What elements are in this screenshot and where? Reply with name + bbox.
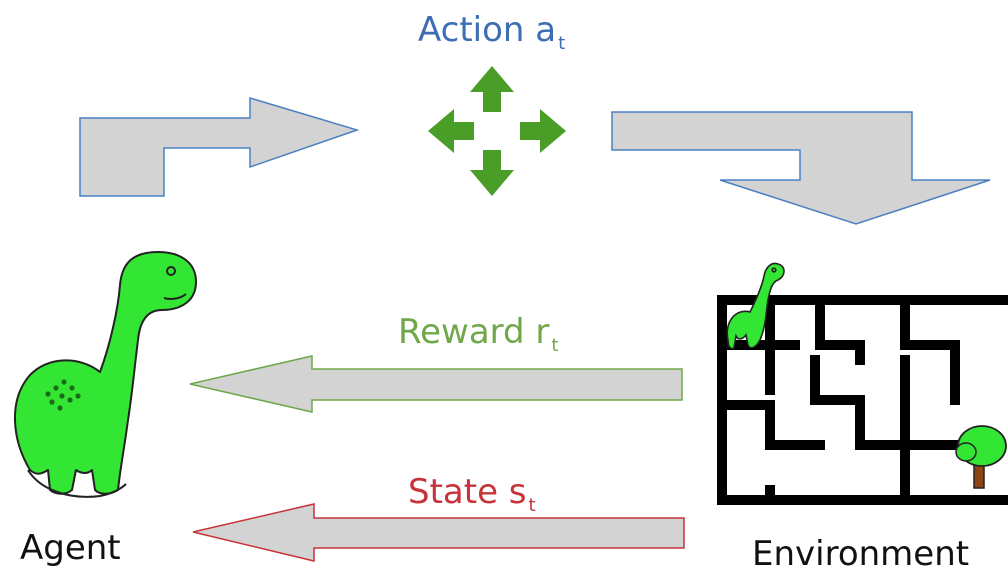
- reward-label-text: Reward r: [398, 312, 550, 352]
- reward-label-subscript: t: [551, 335, 559, 356]
- action-label-subscript: t: [558, 33, 566, 54]
- tree-icon: [955, 425, 1007, 489]
- reward-arrow: [189, 355, 683, 413]
- maze: [717, 295, 1008, 505]
- action-label-text: Action a: [418, 10, 557, 50]
- dino-spots: [45, 379, 81, 411]
- agent-dinosaur: [13, 251, 197, 498]
- state-label-text: State s: [408, 472, 527, 512]
- state-arrow: [192, 503, 685, 562]
- maze-dinosaur: [726, 262, 785, 350]
- four-way-move-icon: [428, 66, 566, 196]
- state-label-subscript: t: [528, 495, 536, 516]
- action-arrow-left: [79, 96, 360, 197]
- agent-label: Agent: [20, 528, 121, 568]
- action-arrow-right: [611, 111, 991, 225]
- environment-label: Environment: [752, 534, 970, 574]
